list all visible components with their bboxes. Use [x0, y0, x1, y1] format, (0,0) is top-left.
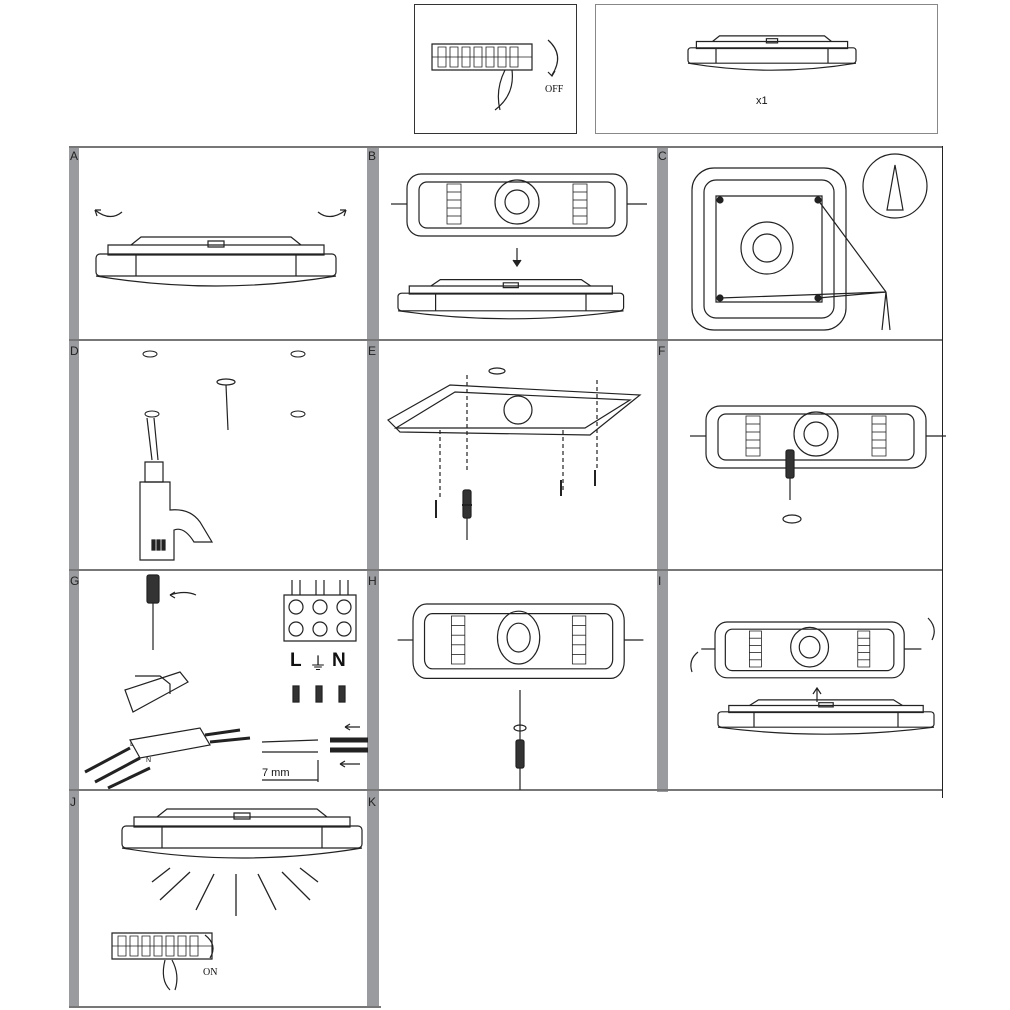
step-letter-i: I	[658, 574, 662, 588]
terminal-live-label: L	[290, 650, 302, 671]
step-letter-k: K	[368, 795, 377, 809]
off-label: OFF	[545, 84, 564, 95]
quantity-label: x1	[756, 95, 768, 107]
step-letter-e: E	[368, 344, 377, 358]
row-divider	[69, 569, 943, 571]
row-divider	[69, 1006, 381, 1008]
step-letter-h: H	[368, 574, 377, 588]
terminal-neutral-label: N	[332, 650, 346, 671]
step-letter-c: C	[658, 149, 667, 163]
step-letter-f: F	[658, 344, 666, 358]
step-letter-g: G	[70, 574, 80, 588]
step-strip-col1	[69, 146, 79, 1008]
row-divider	[69, 789, 943, 791]
breaker-off-illustration	[431, 40, 558, 110]
package-contents-panel	[595, 4, 938, 134]
step-letter-j: J	[70, 795, 76, 809]
right-border	[942, 146, 943, 798]
step-letter-a: A	[70, 149, 79, 163]
row-divider	[69, 146, 943, 148]
strip-length-label: 7 mm	[262, 767, 290, 779]
on-label: ON	[203, 967, 218, 978]
step-letter-b: B	[368, 149, 377, 163]
step-strip-col2	[367, 146, 379, 1008]
row-divider	[69, 339, 943, 341]
wire-n-label: N	[146, 757, 152, 764]
step-strip-col3	[657, 146, 668, 792]
earth-icon: ⏚	[309, 654, 327, 674]
step-letter-d: D	[70, 344, 79, 358]
